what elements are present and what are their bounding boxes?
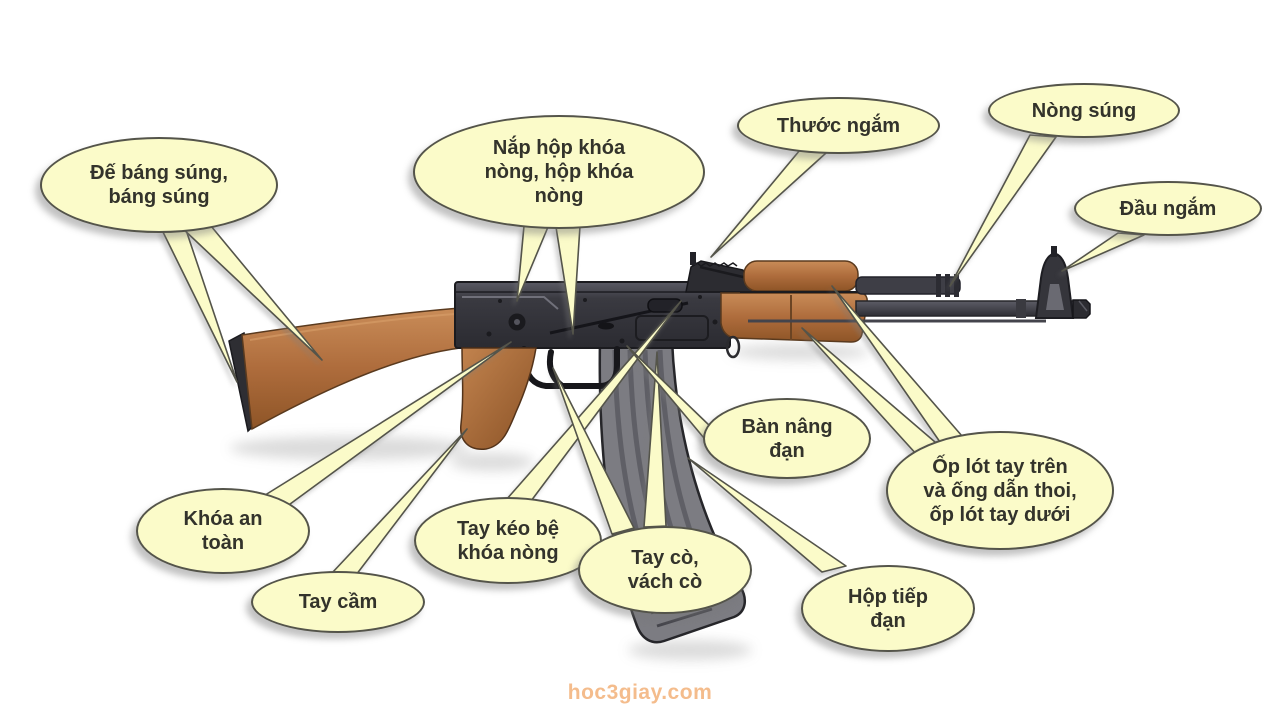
pointer-thuoc-ngam	[710, 149, 827, 258]
label-bubble-op-lot-tay: Ốp lót tay trên và ống dẫn thoi, ốp lót …	[886, 431, 1114, 550]
pistol-grip-shape	[460, 347, 537, 450]
label-bubble-nong-sung: Nòng súng	[988, 83, 1180, 138]
receiver-shape	[454, 281, 731, 349]
muzzle-shape	[1072, 299, 1091, 319]
label-bubble-tay-co-vach-co: Tay cò, vách cò	[578, 526, 752, 614]
callout-pointers	[161, 134, 1145, 576]
gas-tube-shape	[855, 274, 961, 297]
label-bubble-ban-nang-dan: Bàn nâng đạn	[703, 398, 871, 479]
label-bubble-tay-keo-be-khoa-nong: Tay kéo bệ khóa nòng	[414, 497, 602, 584]
pointer-dau-ngam	[1061, 232, 1145, 272]
upper-handguard-shape	[740, 260, 862, 293]
label-bubble-hop-tiep-dan: Hộp tiếp đạn	[801, 565, 975, 652]
label-bubble-nap-hop-khoa-nong: Nắp hộp khóa nòng, hộp khóa nòng	[413, 115, 705, 229]
pointer-hop-tiep-dan	[687, 457, 847, 573]
rifle-shadow	[230, 344, 870, 660]
sling-swivel-shape	[725, 335, 741, 359]
front-sight-shape	[1034, 246, 1075, 319]
pointer-nong-sung	[949, 134, 1057, 287]
barrel-shape	[748, 299, 1077, 323]
receiver-rivets	[486, 295, 718, 344]
stock-shape	[241, 307, 461, 431]
lower-handguard-shape	[720, 292, 868, 343]
label-bubble-khoa-an-toan: Khóa an toàn	[136, 488, 310, 574]
label-bubble-de-bang-sung: Đế báng súng, báng súng	[40, 137, 278, 233]
label-bubble-tay-cam: Tay cầm	[251, 571, 425, 633]
label-bubble-thuoc-ngam: Thước ngắm	[737, 97, 940, 154]
watermark-text: hoc3giay.com	[567, 681, 713, 704]
label-bubble-dau-ngam: Đầu ngắm	[1074, 181, 1262, 236]
